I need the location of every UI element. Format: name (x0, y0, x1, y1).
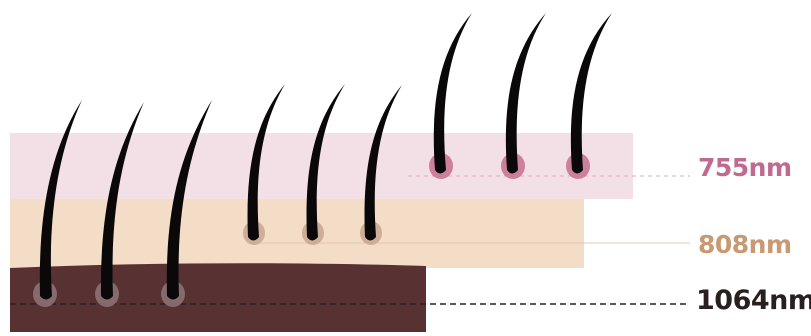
layer-808-band (10, 198, 584, 268)
label-808nm: 808nm (698, 230, 792, 259)
layer-1064-band (10, 263, 426, 332)
label-1064nm: 1064nm (696, 285, 811, 316)
label-755nm: 755nm (698, 153, 792, 182)
